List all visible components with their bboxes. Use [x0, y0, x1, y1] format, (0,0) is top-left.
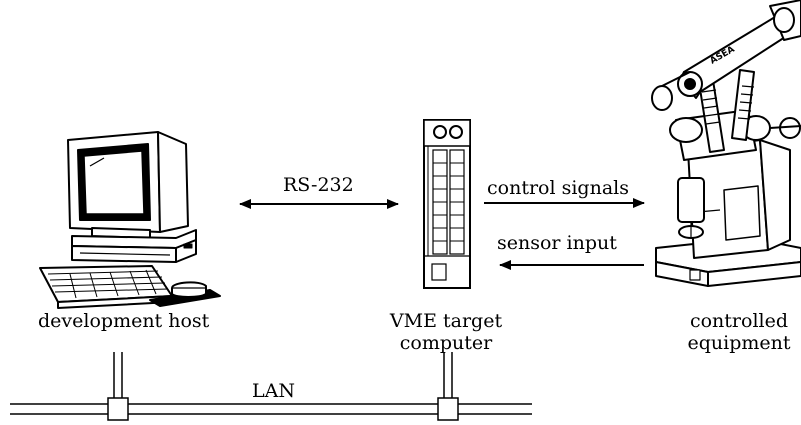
- controlled-label-line2: equipment: [687, 332, 791, 354]
- vme-label-line2: computer: [399, 332, 493, 354]
- lan-network: [10, 352, 532, 421]
- workstation-icon: [39, 131, 221, 309]
- host-lan-tap: [107, 397, 129, 421]
- vme-rack-icon: [423, 119, 471, 289]
- vme-label-line1: VME target: [389, 310, 503, 332]
- lan-label: LAN: [252, 380, 295, 402]
- rs232-label: RS-232: [283, 174, 354, 196]
- control-signals-label: control signals: [487, 177, 629, 199]
- controlled-label-line1: controlled: [689, 310, 789, 332]
- development-host-label: development host: [38, 310, 210, 332]
- industrial-robot-icon: [651, 0, 801, 287]
- vme-target-label: VME target computer: [370, 310, 522, 354]
- sensor-input-label: sensor input: [497, 232, 617, 254]
- controlled-equipment-label: controlled equipment: [677, 310, 801, 354]
- vme-lan-tap: [437, 397, 459, 421]
